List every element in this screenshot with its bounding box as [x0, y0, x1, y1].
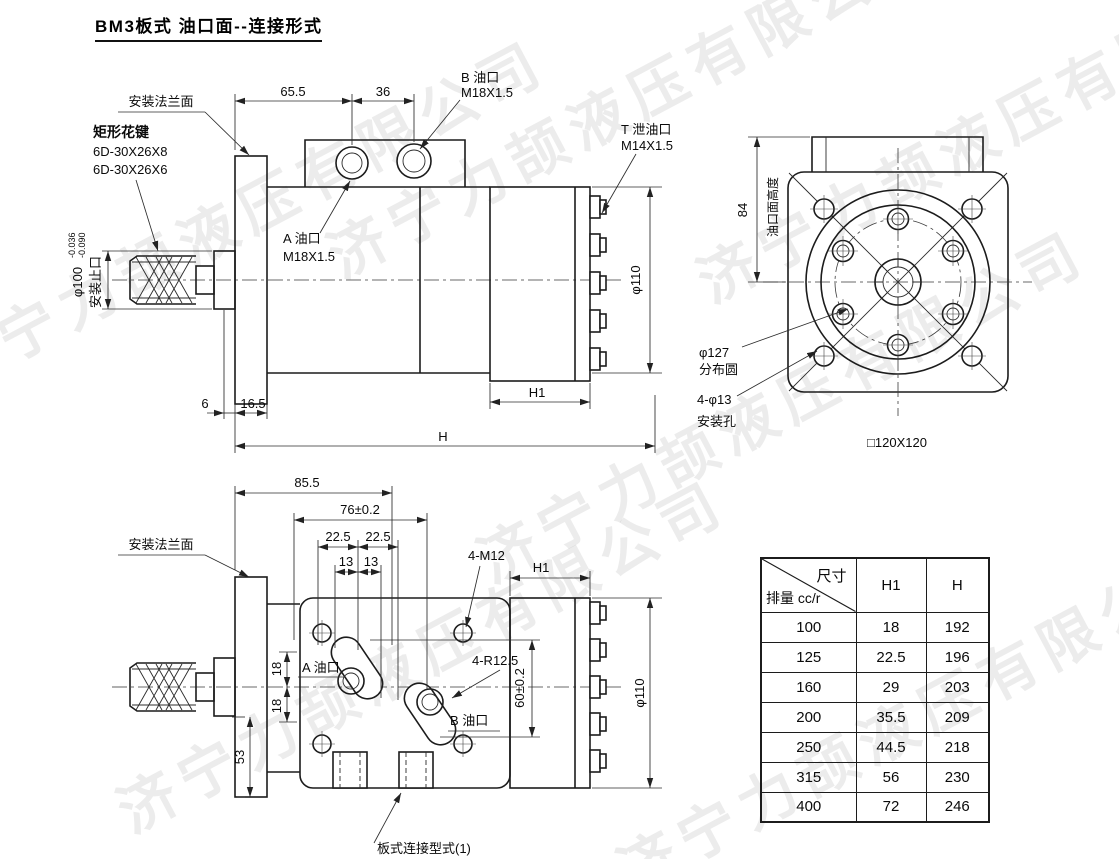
table-header-size: 尺寸: [816, 568, 847, 585]
cell-h: 230: [925, 761, 990, 793]
label-b-port-bottom: B 油口: [450, 713, 488, 728]
cell-displacement: 160: [760, 671, 857, 703]
side-view: 65.5 36 B 油口 M18X1.5 T 泄油口 M14X1.5 安装法兰面…: [67, 70, 673, 453]
dim-corner-radius: 4-R12.5: [472, 653, 518, 668]
table-row: 315 56 230: [760, 761, 990, 793]
cell-h1: 22.5: [855, 641, 927, 673]
dim-mount-holes: 4-φ13: [697, 392, 731, 407]
cell-h1: 29: [855, 671, 927, 703]
cell-h1: 35.5: [855, 701, 927, 733]
label-pilot: 安装止口: [88, 256, 103, 308]
mount-holes: [810, 195, 986, 370]
cell-h: 246: [925, 791, 990, 823]
dim-pilot-dia: φ100: [70, 267, 85, 297]
table-row: 100 18 192: [760, 611, 990, 643]
front-view: 84 油口面高度 φ127 分布圆 4-φ13 安装孔 □120X120: [697, 136, 1032, 450]
label-mount-holes: 安装孔: [697, 414, 736, 429]
label-spline-spec2: 6D-30X26X6: [93, 162, 167, 177]
dim-pilot-tol-upper: -0.036: [67, 232, 77, 258]
label-b-port: B 油口: [461, 70, 499, 85]
b-port-slot: [403, 682, 457, 746]
dim-H-side: H: [438, 429, 447, 444]
table-row: 125 22.5 196: [760, 641, 990, 673]
label-spline-title: 矩形花键: [93, 124, 150, 140]
motor-flange: [234, 155, 268, 405]
cell-h: 203: [925, 671, 990, 703]
dim-18-b: 18: [269, 699, 284, 713]
label-bolt-circle: 分布圆: [699, 362, 738, 377]
dim-square-size: □120X120: [867, 435, 927, 450]
label-a-port-bottom: A 油口: [302, 660, 340, 675]
cell-h1: 18: [855, 611, 927, 643]
drain-plugs: [589, 195, 607, 371]
drain-plugs-bottom: [589, 601, 607, 773]
dim-thread-holes: 4-M12: [468, 548, 505, 563]
cell-h1: 44.5: [855, 731, 927, 763]
label-t-port: T 泄油口: [621, 122, 671, 137]
a-port-slot: [330, 636, 384, 700]
label-b-port-thread: M18X1.5: [461, 85, 513, 100]
motor-flange-bottom: [234, 576, 268, 798]
label-flange-face-bottom: 安装法兰面: [128, 537, 193, 552]
cell-displacement: 250: [760, 731, 857, 763]
table-row: 200 35.5 209: [760, 701, 990, 733]
port-bosses: [335, 143, 432, 180]
spline-bore: [874, 258, 922, 306]
dim-22-5-b: 22.5: [365, 529, 390, 544]
table-row: 160 29 203: [760, 671, 990, 703]
label-port-face-height: 油口面高度: [765, 177, 780, 237]
connection-bosses: [332, 751, 434, 789]
dim-53: 53: [232, 750, 247, 764]
table-header-split: 尺寸 排量 cc/r: [760, 557, 857, 613]
cell-displacement: 315: [760, 761, 857, 793]
header-diagonal-line: [762, 559, 856, 612]
dim-13-b: 13: [364, 554, 378, 569]
dim-H1-side: H1: [529, 385, 546, 400]
dim-18-a: 18: [269, 662, 284, 676]
dim-13-a: 13: [339, 554, 353, 569]
cell-h: 196: [925, 641, 990, 673]
dim-pilot-tol-lower: -0.090: [77, 232, 87, 258]
cell-h1: 56: [855, 761, 927, 793]
label-t-port-thread: M14X1.5: [621, 138, 673, 153]
table-header-h1: H1: [855, 557, 927, 613]
motor-body: [267, 139, 591, 382]
cell-h1: 72: [855, 791, 927, 823]
spec-table: 尺寸 排量 cc/r H1 H 100 18 192 125 22.5 196 …: [760, 557, 990, 823]
cell-displacement: 400: [760, 791, 857, 823]
table-row: 400 72 246: [760, 791, 990, 823]
cell-displacement: 200: [760, 701, 857, 733]
thread-holes-m12: [309, 620, 476, 757]
table-row: 250 44.5 218: [760, 731, 990, 763]
label-spline-spec1: 6D-30X26X8: [93, 144, 167, 159]
dim-body-dia-side: φ110: [628, 265, 643, 294]
dim-H1-bottom: H1: [533, 560, 550, 575]
cell-displacement: 100: [760, 611, 857, 643]
dim-76: 76±0.2: [340, 502, 380, 517]
dim-22-5-a: 22.5: [325, 529, 350, 544]
dim-6: 6: [201, 396, 208, 411]
dim-85-5: 85.5: [294, 475, 319, 490]
dim-84: 84: [735, 203, 750, 217]
table-header-row: 尺寸 排量 cc/r H1 H: [760, 557, 990, 613]
label-a-port-thread: M18X1.5: [283, 249, 335, 264]
bolt-holes: [828, 204, 968, 360]
top-view: 85.5 76±0.2 22.5 22.5 13 13 4-M12 H1 安装法…: [112, 475, 662, 856]
dim-body-dia-bottom: φ110: [632, 678, 647, 707]
label-flange-face-side: 安装法兰面: [128, 94, 193, 109]
dim-36: 36: [376, 84, 390, 99]
label-plate-type: 板式连接型式(1): [377, 841, 471, 856]
page-title: BM3板式 油口面--连接形式: [95, 12, 323, 42]
table-header-displacement: 排量 cc/r: [766, 589, 821, 606]
table-header-h: H: [925, 557, 990, 613]
dim-bolt-circle: φ127: [699, 345, 729, 360]
cell-h: 209: [925, 701, 990, 733]
cell-h: 218: [925, 731, 990, 763]
dim-60: 60±0.2: [512, 668, 527, 708]
dim-16-5: 16.5: [240, 396, 265, 411]
dim-65-5: 65.5: [280, 84, 305, 99]
cell-h: 192: [925, 611, 990, 643]
cell-displacement: 125: [760, 641, 857, 673]
label-a-port: A 油口: [283, 231, 321, 246]
